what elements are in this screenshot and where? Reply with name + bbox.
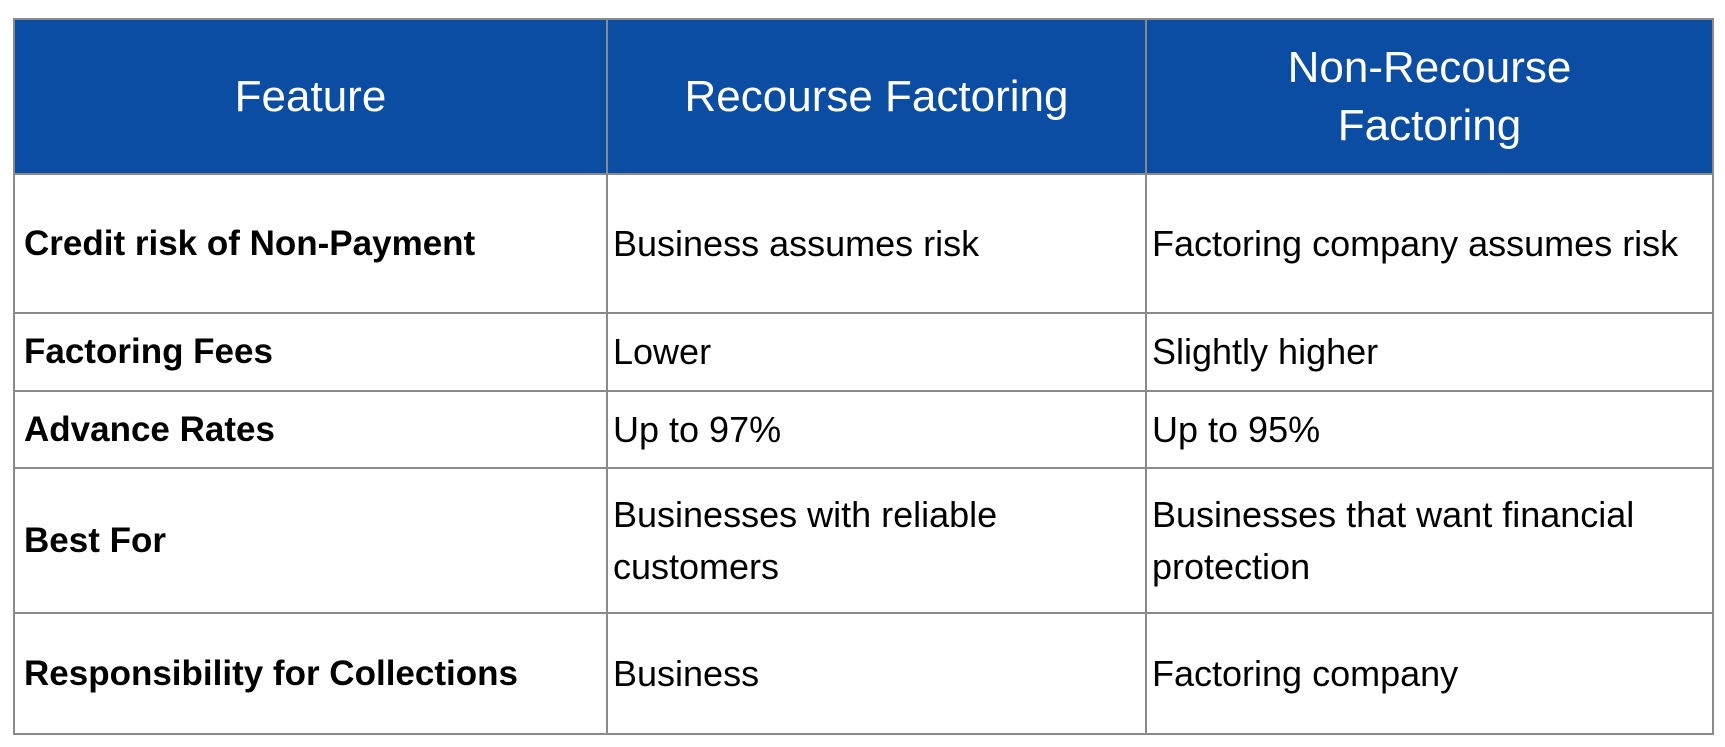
non-recourse-cell: Factoring company [1145, 612, 1714, 735]
non-recourse-cell: Businesses that want financial protectio… [1145, 467, 1714, 614]
table-row-collections: Responsibility for Collections Business … [13, 612, 1714, 735]
non-recourse-cell: Up to 95% [1145, 390, 1714, 469]
recourse-cell: Lower [606, 312, 1147, 392]
feature-cell: Credit risk of Non-Payment [13, 173, 608, 314]
header-label-feature: Feature [234, 71, 387, 121]
comparison-table: Feature Recourse Factoring Non-Recourse … [13, 18, 1714, 735]
non-recourse-cell: Slightly higher [1145, 312, 1714, 392]
header-label-non-recourse: Non-Recourse Factoring [1287, 43, 1572, 150]
header-row: Feature Recourse Factoring Non-Recourse … [13, 18, 1714, 175]
recourse-cell: Business assumes risk [606, 173, 1147, 314]
table-row-advance-rates: Advance Rates Up to 97% Up to 95% [13, 390, 1714, 469]
feature-cell: Factoring Fees [13, 312, 608, 392]
header-cell-recourse: Recourse Factoring [606, 18, 1147, 175]
recourse-cell: Up to 97% [606, 390, 1147, 469]
header-cell-feature: Feature [13, 18, 608, 175]
feature-cell: Best For [13, 467, 608, 614]
header-label-recourse: Recourse Factoring [684, 71, 1069, 121]
feature-cell: Advance Rates [13, 390, 608, 469]
table-row-credit-risk: Credit risk of Non-Payment Business assu… [13, 173, 1714, 314]
non-recourse-cell: Factoring company assumes risk [1145, 173, 1714, 314]
header-cell-non-recourse: Non-Recourse Factoring [1145, 18, 1714, 175]
feature-cell: Responsibility for Collections [13, 612, 608, 735]
recourse-cell: Businesses with reliable customers [606, 467, 1147, 614]
table-row-fees: Factoring Fees Lower Slightly higher [13, 312, 1714, 392]
table-row-best-for: Best For Businesses with reliable custom… [13, 467, 1714, 614]
recourse-cell: Business [606, 612, 1147, 735]
